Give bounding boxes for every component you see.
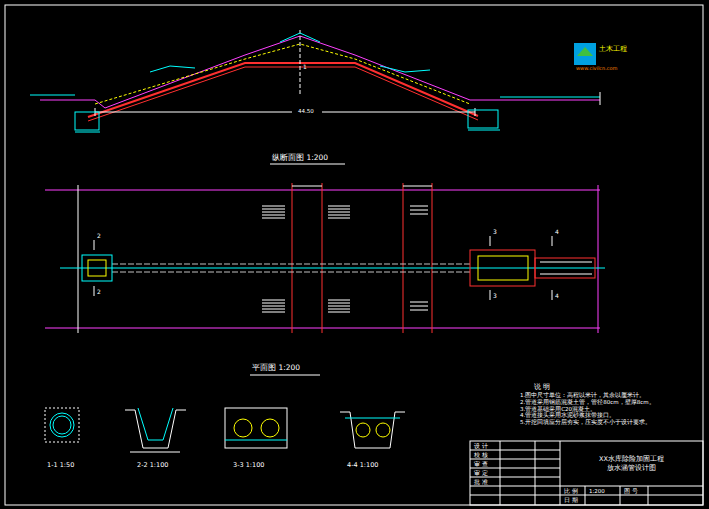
title-block-cell: 审 查	[474, 461, 488, 467]
section-mark: 3	[493, 293, 497, 300]
drawing-title: 放水涵管设计图	[607, 464, 656, 472]
note-line: 1.图中尺寸单位：高程以米计，其余以厘米计。	[520, 392, 645, 399]
note-line: 4.管道接头采用水泥砂浆抹带接口。	[520, 412, 615, 419]
section-views	[45, 408, 405, 452]
note-line: 5.开挖回填应分层夯实，压实度不小于设计要求。	[520, 419, 651, 426]
section-mark: 2	[97, 233, 101, 240]
profile-view	[30, 30, 600, 132]
note-line: 2.管道采用钢筋混凝土管，管径80cm，壁厚8cm。	[520, 399, 655, 406]
title-underline	[270, 164, 345, 165]
notes-box: 说 明1.图中尺寸单位：高程以米计，其余以厘米计。2.管道采用钢筋混凝土管，管径…	[518, 382, 696, 434]
title-block-cell: 图 号	[624, 488, 638, 494]
section-mark: 4	[555, 293, 559, 300]
title-block-grid	[470, 441, 703, 505]
logo-roof	[577, 47, 593, 56]
title-block-cell: 校 核	[474, 452, 488, 458]
section-title: 3-3 1:100	[233, 462, 264, 469]
title-cell: XX水库除险加固工程放水涵管设计图	[561, 442, 702, 485]
axis-mark: 1	[303, 64, 307, 71]
section-mark: 3	[493, 229, 497, 236]
title-underline	[250, 375, 320, 376]
section-title: 2-2 1:100	[137, 462, 168, 469]
title-block-cell: 设 计	[474, 443, 488, 449]
title-block-cell: 批 准	[474, 479, 488, 485]
note-line: 3.管道基础采用C20混凝土。	[520, 406, 596, 413]
sheet-frame	[5, 5, 703, 505]
section-mark: 2	[97, 289, 101, 296]
project-title: XX水库除险加固工程	[599, 455, 664, 463]
watermark: www.civilcn.com	[576, 66, 617, 72]
section-title: 1-1 1:50	[47, 462, 74, 469]
watermark: 土木工程	[599, 46, 627, 53]
section-title: 4-4 1:100	[347, 462, 378, 469]
view-title: 平面图 1:200	[252, 364, 300, 372]
title-block-cell: 审 定	[474, 470, 488, 476]
dimension: 44.50	[296, 108, 316, 114]
section-mark: 4	[555, 229, 559, 236]
notes-heading: 说 明	[520, 383, 550, 392]
logo-tile	[574, 43, 596, 65]
plan-view	[45, 183, 605, 333]
view-title: 纵断面图 1:200	[272, 154, 328, 162]
title-block-cell: 比 例	[564, 488, 578, 494]
title-block-cell: 1:200	[589, 488, 605, 494]
title-block-cell: 日 期	[564, 497, 578, 503]
